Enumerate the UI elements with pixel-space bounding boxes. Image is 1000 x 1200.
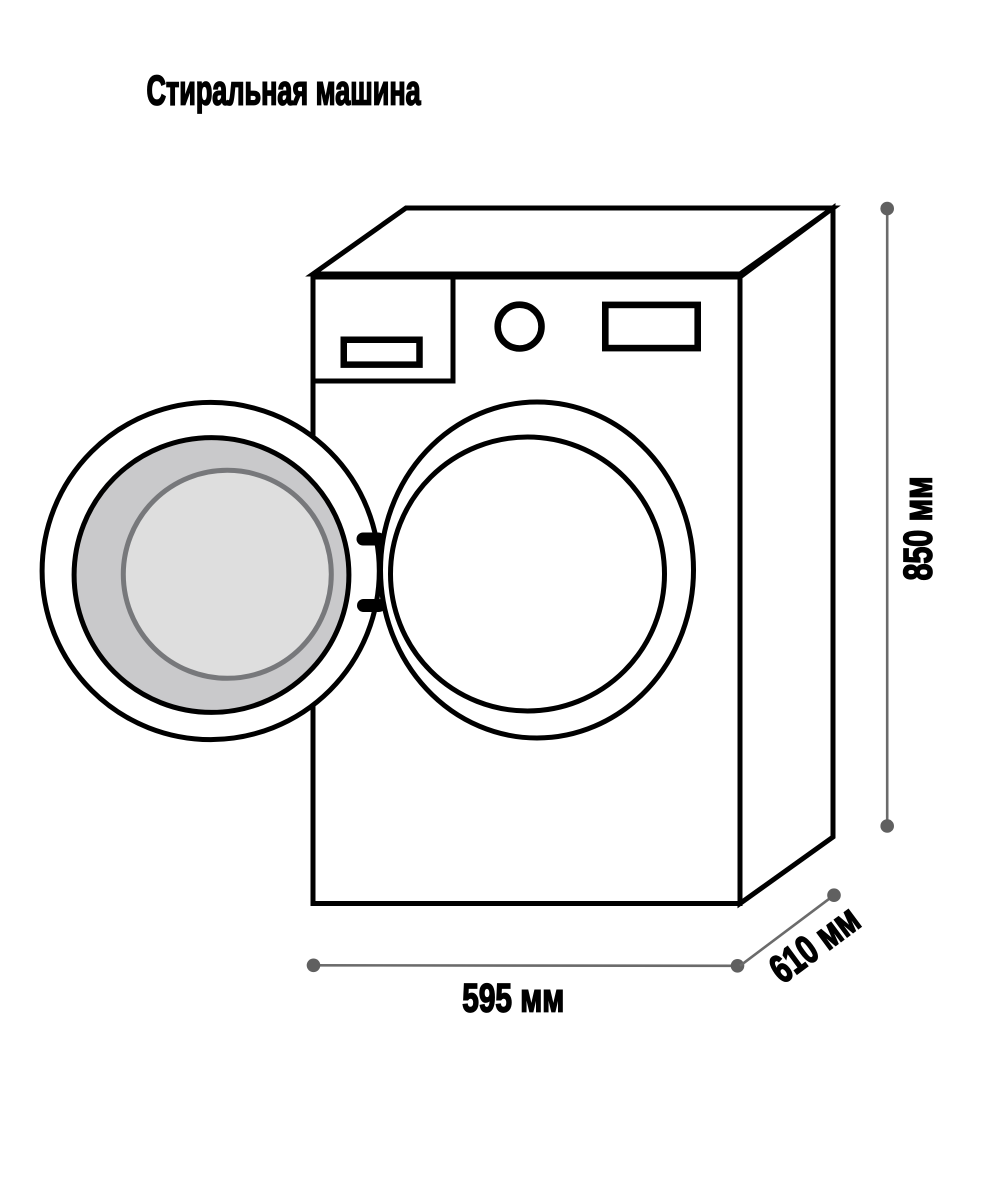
svg-text:850 мм: 850 мм	[895, 476, 940, 580]
svg-text:595 мм: 595 мм	[462, 976, 564, 1020]
svg-text:Стиральная машина: Стиральная машина	[147, 68, 421, 114]
